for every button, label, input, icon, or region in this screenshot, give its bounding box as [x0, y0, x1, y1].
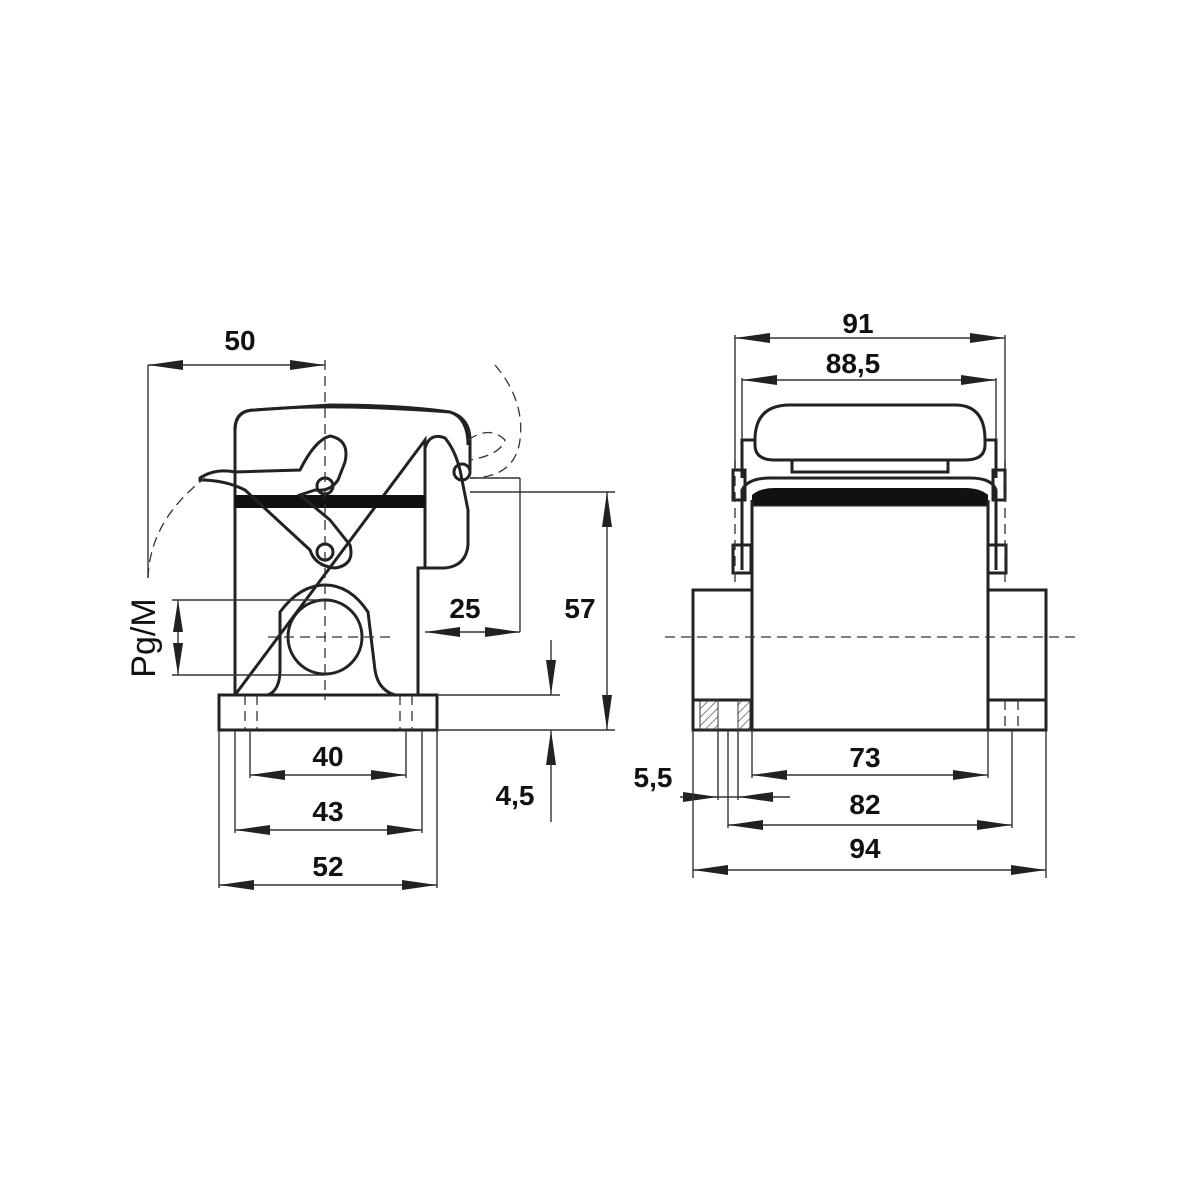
side-seal-band: [235, 495, 425, 508]
front-cover: [753, 403, 987, 462]
dim-overall-depth: 50: [224, 325, 255, 356]
dim-top-width: 91: [842, 308, 873, 339]
side-view: 50 Pg/M 25 57 4,5 40: [125, 325, 615, 890]
side-base-flange: [217, 693, 439, 732]
dim-overall-width: 94: [849, 833, 881, 864]
dim-cover-width: 88,5: [826, 348, 881, 379]
front-body: [750, 503, 990, 732]
dim-inner-base-width: 43: [312, 796, 343, 827]
dim-hole-pitch: 82: [849, 789, 880, 820]
dim-gland-thread: Pg/M: [125, 598, 163, 677]
dim-base-width: 52: [312, 851, 343, 882]
side-housing-body: [232, 403, 472, 697]
side-latch-pin: [452, 462, 472, 482]
side-latch-swing-arc: [469, 364, 522, 479]
side-latch-swing-arc-2: [467, 431, 506, 461]
dim-hole-spacing: 40: [312, 741, 343, 772]
front-hatched-hole: [699, 699, 719, 731]
side-lock-lever: [198, 434, 353, 570]
side-housing-outline: [233, 405, 470, 695]
dim-flange-thickness: 4,5: [496, 780, 535, 811]
front-view: 91 88,5 73 5,5 82 94: [634, 308, 1075, 878]
dim-lever-offset: 25: [449, 593, 480, 624]
front-seal-band: [752, 488, 988, 505]
dim-hole-diameter: 5,5: [634, 762, 673, 793]
dim-height: 57: [564, 593, 595, 624]
side-latch: [423, 434, 470, 570]
side-lever-swing-arc: [147, 477, 206, 579]
dim-inner-width: 73: [849, 742, 880, 773]
